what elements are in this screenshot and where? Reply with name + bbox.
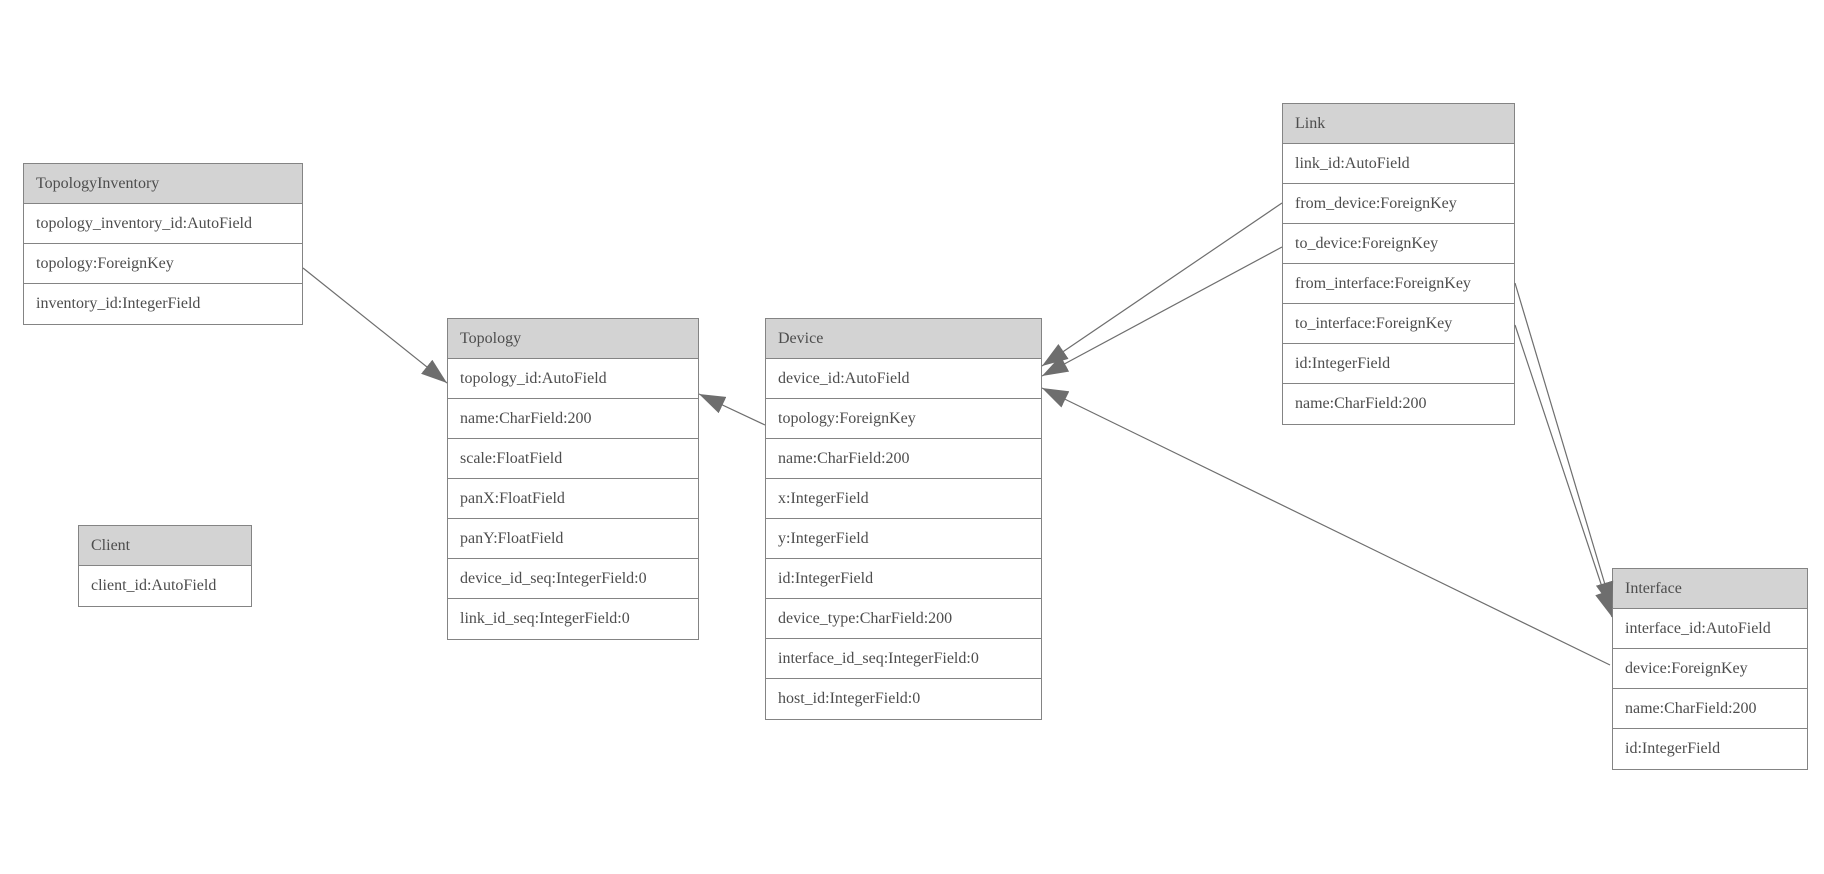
edge-link-to_device-to-device [1041,246,1283,377]
entity-field-row: panX:FloatField [448,479,698,519]
entity-field-row: id:IntegerField [1613,729,1807,769]
entity-title: Interface [1613,569,1807,609]
entity-field-row: topology_inventory_id:AutoField [24,204,302,244]
entity-title: Client [79,526,251,566]
entity-field-row: host_id:IntegerField:0 [766,679,1041,719]
entity-title: Link [1283,104,1514,144]
entity-field-row: topology:ForeignKey [24,244,302,284]
entity-field-row: name:CharField:200 [448,399,698,439]
entity-field-row: panY:FloatField [448,519,698,559]
entity-field-row: link_id_seq:IntegerField:0 [448,599,698,639]
entity-field-row: from_interface:ForeignKey [1283,264,1514,304]
entity-field-row: name:CharField:200 [1283,384,1514,424]
entity-field-row: to_interface:ForeignKey [1283,304,1514,344]
entity-field-row: device_id:AutoField [766,359,1041,399]
entity-field-row: inventory_id:IntegerField [24,284,302,324]
edge-link-from_interface-to-interface [1514,282,1614,609]
edge-topologyinventory-topology-to-topology [302,267,448,384]
entity-title: Device [766,319,1041,359]
edge-link-to_interface-to-interface [1514,324,1613,618]
entity-field-row: id:IntegerField [1283,344,1514,384]
entity-field-row: device_type:CharField:200 [766,599,1041,639]
entity-field-row: to_device:ForeignKey [1283,224,1514,264]
entity-field-row: scale:FloatField [448,439,698,479]
entity-field-row: x:IntegerField [766,479,1041,519]
entity-field-row: name:CharField:200 [1613,689,1807,729]
entity-field-row: interface_id:AutoField [1613,609,1807,649]
entity-field-row: client_id:AutoField [79,566,251,606]
entity-field-row: from_device:ForeignKey [1283,184,1514,224]
entity-field-row: y:IntegerField [766,519,1041,559]
edge-interface-device-to-device [1041,387,1611,666]
edge-link-from_device-to-device [1041,202,1283,367]
edge-device-topology-to-topology [698,393,766,426]
entity-title: TopologyInventory [24,164,302,204]
entity-field-row: interface_id_seq:IntegerField:0 [766,639,1041,679]
entity-field-row: device_id_seq:IntegerField:0 [448,559,698,599]
entity-field-row: topology:ForeignKey [766,399,1041,439]
entity-field-row: device:ForeignKey [1613,649,1807,689]
entity-field-row: id:IntegerField [766,559,1041,599]
entity-field-row: name:CharField:200 [766,439,1041,479]
entity-field-row: link_id:AutoField [1283,144,1514,184]
entity-title: Topology [448,319,698,359]
entity-field-row: topology_id:AutoField [448,359,698,399]
